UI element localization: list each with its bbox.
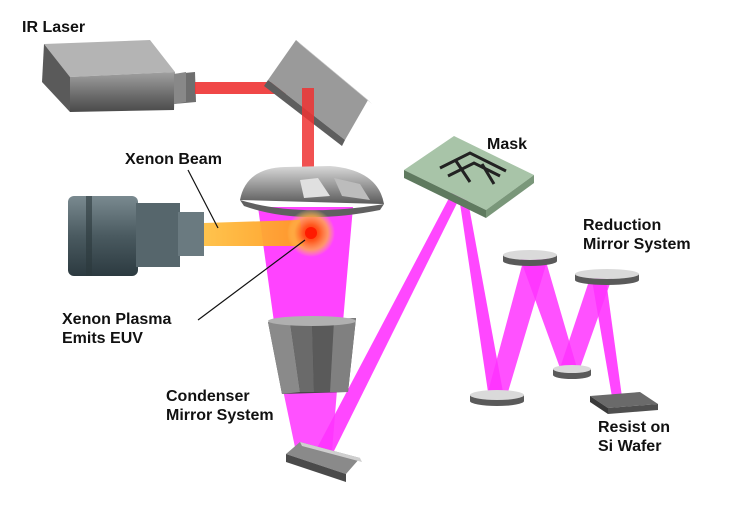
reduction-mirror-label: Reduction Mirror System xyxy=(583,216,691,254)
euv-to-mask-beam xyxy=(316,181,466,455)
xenon-plasma-label: Xenon Plasma Emits EUV xyxy=(62,310,171,348)
xenon-beam-leader xyxy=(187,169,219,229)
xenon-nozzle xyxy=(68,196,204,276)
xenon-jet xyxy=(204,220,304,246)
condenser-mirror-label: Condenser Mirror System xyxy=(166,387,274,425)
reduction-mirror-3 xyxy=(553,365,591,379)
condenser-mirror xyxy=(268,316,356,394)
xenon-plasma-text-line1: Xenon Plasma xyxy=(62,311,172,328)
ir-laser-label: IR Laser xyxy=(22,18,85,37)
condenser-flat-mirror xyxy=(286,442,362,482)
euv-mask-to-m1-beam xyxy=(458,190,503,392)
condenser-text-line2: Mirror System xyxy=(166,407,274,424)
reduction-mirror-1 xyxy=(470,390,524,406)
reduction-text-line2: Mirror System xyxy=(583,236,691,253)
ir-beam-vertical xyxy=(302,88,314,180)
ir-laser xyxy=(42,40,196,112)
mask-label: Mask xyxy=(487,135,527,154)
xenon-plasma-leader xyxy=(197,239,306,321)
resist-text-line2: Si Wafer xyxy=(598,438,662,455)
turning-mirror xyxy=(264,40,372,146)
resist-text-line1: Resist on xyxy=(598,419,671,436)
xenon-beam-text: Xenon Beam xyxy=(125,151,222,168)
resist-wafer xyxy=(590,392,658,414)
xenon-beam-label: Xenon Beam xyxy=(125,150,222,169)
ir-laser-text: IR Laser xyxy=(22,19,86,36)
resist-wafer-label: Resist on Si Wafer xyxy=(598,418,670,456)
euv-m2-to-m3-beam xyxy=(520,258,577,368)
reduction-mirror-4 xyxy=(575,269,639,285)
condenser-text-line1: Condenser xyxy=(166,388,250,405)
euv-m4-to-wafer-beam xyxy=(592,280,622,397)
reduction-text-line1: Reduction xyxy=(583,217,662,234)
mask-text: Mask xyxy=(487,136,528,153)
xenon-plasma-text-line2: Emits EUV xyxy=(62,330,143,347)
mask xyxy=(404,136,534,218)
reduction-mirror-2 xyxy=(503,250,557,266)
collector-mirror xyxy=(240,166,384,218)
